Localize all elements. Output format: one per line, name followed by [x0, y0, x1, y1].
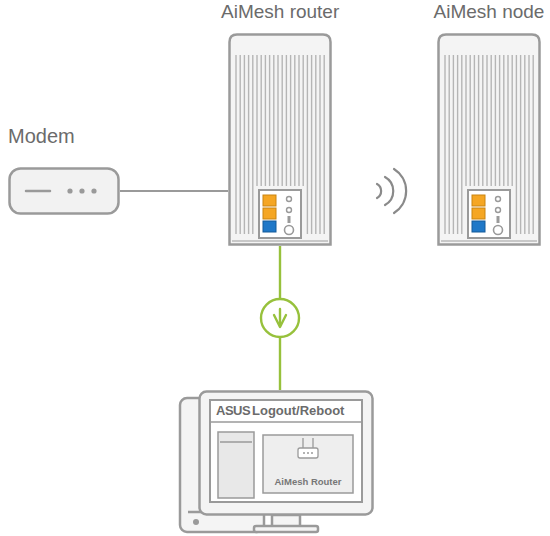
- node-device: AiMesh node: [437, 33, 541, 246]
- router-shape: [437, 33, 541, 246]
- router-card: AiMesh Router: [262, 434, 354, 494]
- device-label: AiMesh node: [434, 1, 545, 23]
- device-label: Modem: [8, 125, 75, 148]
- router-device: AiMesh router: [228, 33, 332, 246]
- wireless-waves: [377, 169, 406, 213]
- router-shape: [228, 33, 332, 246]
- device-label: AiMesh router: [221, 1, 339, 23]
- computer-monitor: ASUSLogout/RebootAiMesh Router: [198, 390, 374, 516]
- connector: [261, 246, 299, 390]
- brand-text: ASUS: [216, 403, 250, 418]
- modem-device: Modem: [8, 167, 120, 215]
- menu-text: Logout/Reboot: [252, 403, 344, 418]
- card-label: AiMesh Router: [262, 476, 354, 487]
- monitor-stand: [254, 515, 318, 532]
- connector: [120, 191, 228, 192]
- modem-shape: [8, 167, 120, 215]
